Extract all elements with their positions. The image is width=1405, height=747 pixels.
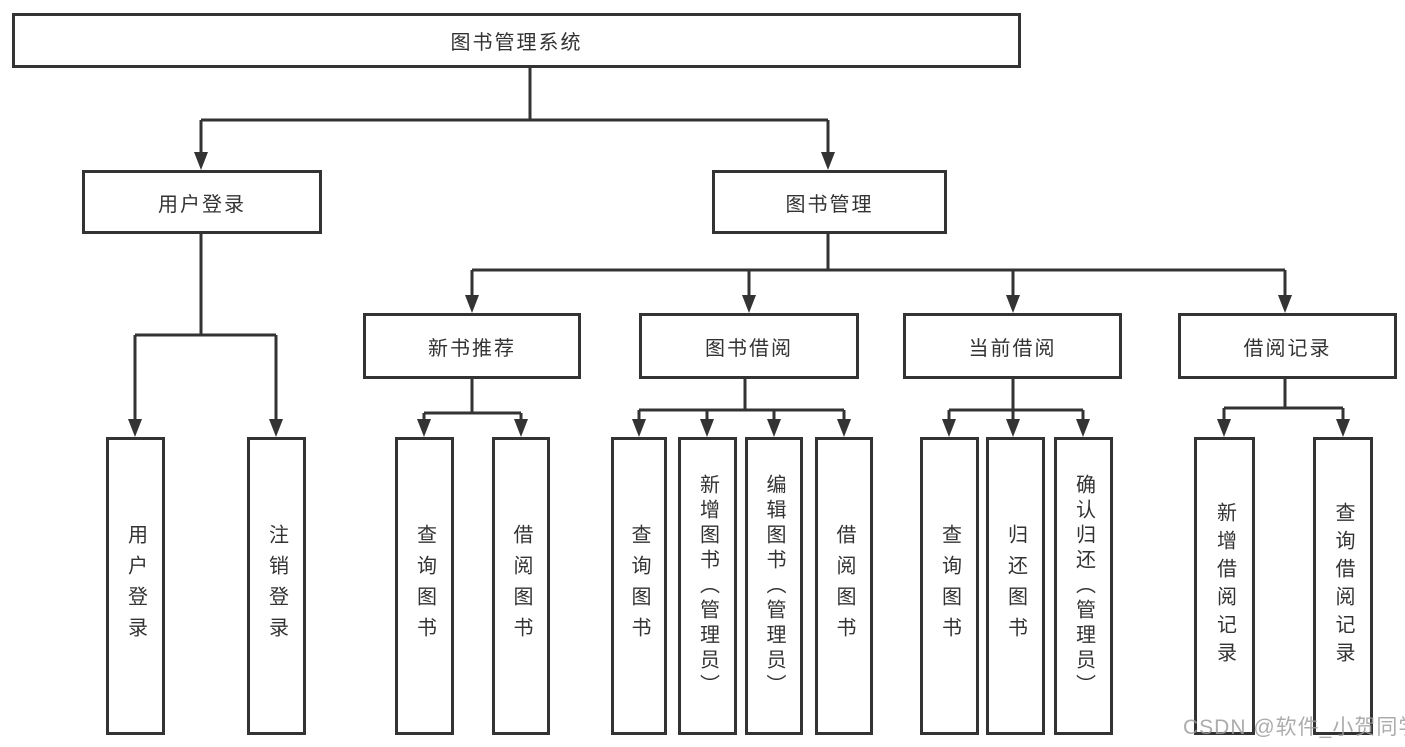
leaf-return-books: 归还图书 bbox=[986, 437, 1045, 735]
leaf-current-query-books-label: 查询图书 bbox=[938, 524, 961, 648]
node-new-book-recommend: 新书推荐 bbox=[363, 313, 581, 379]
node-borrow-records: 借阅记录 bbox=[1178, 313, 1397, 379]
leaf-recommend-query-books: 查询图书 bbox=[395, 437, 454, 735]
leaf-current-query-books: 查询图书 bbox=[920, 437, 979, 735]
connector-new-book-recommend-to-leaves bbox=[417, 379, 528, 437]
leaf-add-borrow-record-label: 新增借阅记录 bbox=[1213, 502, 1236, 670]
leaf-borrowing-query-books-label: 查询图书 bbox=[628, 524, 650, 648]
leaf-query-borrow-record-label: 查询借阅记录 bbox=[1332, 502, 1354, 670]
leaf-logout-label: 注销登录 bbox=[265, 524, 288, 648]
leaf-borrow-books-label: 借阅图书 bbox=[833, 524, 855, 648]
connector-user-login-to-leaves bbox=[128, 233, 283, 437]
node-book-borrowing-label: 图书借阅 bbox=[705, 337, 793, 360]
node-root-label: 图书管理系统 bbox=[450, 32, 583, 54]
node-book-borrowing: 图书借阅 bbox=[639, 313, 859, 379]
connector-book-borrowing-to-leaves bbox=[632, 379, 851, 437]
node-book-management: 图书管理 bbox=[712, 170, 947, 234]
node-user-login-label: 用户登录 bbox=[158, 193, 246, 216]
csdn-watermark: CSDN @软件_小贺同学 bbox=[1183, 716, 1405, 739]
node-new-book-recommend-label: 新书推荐 bbox=[428, 337, 516, 360]
node-user-login: 用户登录 bbox=[82, 170, 322, 234]
node-current-borrowing: 当前借阅 bbox=[903, 313, 1122, 379]
leaf-recommend-query-books-label: 查询图书 bbox=[413, 524, 436, 648]
connector-root-to-level2 bbox=[194, 68, 835, 170]
leaf-logout: 注销登录 bbox=[247, 437, 306, 735]
connector-book-management-to-level3 bbox=[465, 233, 1292, 313]
node-root: 图书管理系统 bbox=[12, 13, 1021, 68]
leaf-add-books-admin: 新增图书（管理员） bbox=[678, 437, 737, 735]
leaf-edit-books-admin: 编辑图书（管理员） bbox=[745, 437, 803, 735]
leaf-borrow-books: 借阅图书 bbox=[815, 437, 873, 735]
node-current-borrowing-label: 当前借阅 bbox=[968, 337, 1057, 360]
leaf-query-borrow-record: 查询借阅记录 bbox=[1313, 437, 1373, 735]
leaf-recommend-borrow-books-label: 借阅图书 bbox=[510, 524, 532, 648]
leaf-add-books-admin-label: 新增图书（管理员） bbox=[696, 473, 719, 699]
leaf-borrowing-query-books: 查询图书 bbox=[611, 437, 667, 735]
leaf-confirm-return-admin-label: 确认归还（管理员） bbox=[1072, 473, 1095, 699]
leaf-user-login: 用户登录 bbox=[106, 437, 165, 735]
leaf-edit-books-admin-label: 编辑图书（管理员） bbox=[763, 473, 785, 699]
connector-current-borrowing-to-leaves bbox=[942, 379, 1090, 437]
node-borrow-records-label: 借阅记录 bbox=[1243, 337, 1332, 360]
connector-borrow-records-to-leaves bbox=[1217, 379, 1350, 437]
leaf-add-borrow-record: 新增借阅记录 bbox=[1194, 437, 1255, 735]
node-book-management-label: 图书管理 bbox=[785, 193, 874, 216]
leaf-recommend-borrow-books: 借阅图书 bbox=[492, 437, 550, 735]
leaf-return-books-label: 归还图书 bbox=[1004, 524, 1027, 648]
leaf-user-login-label: 用户登录 bbox=[124, 524, 147, 648]
leaf-confirm-return-admin: 确认归还（管理员） bbox=[1054, 437, 1113, 735]
